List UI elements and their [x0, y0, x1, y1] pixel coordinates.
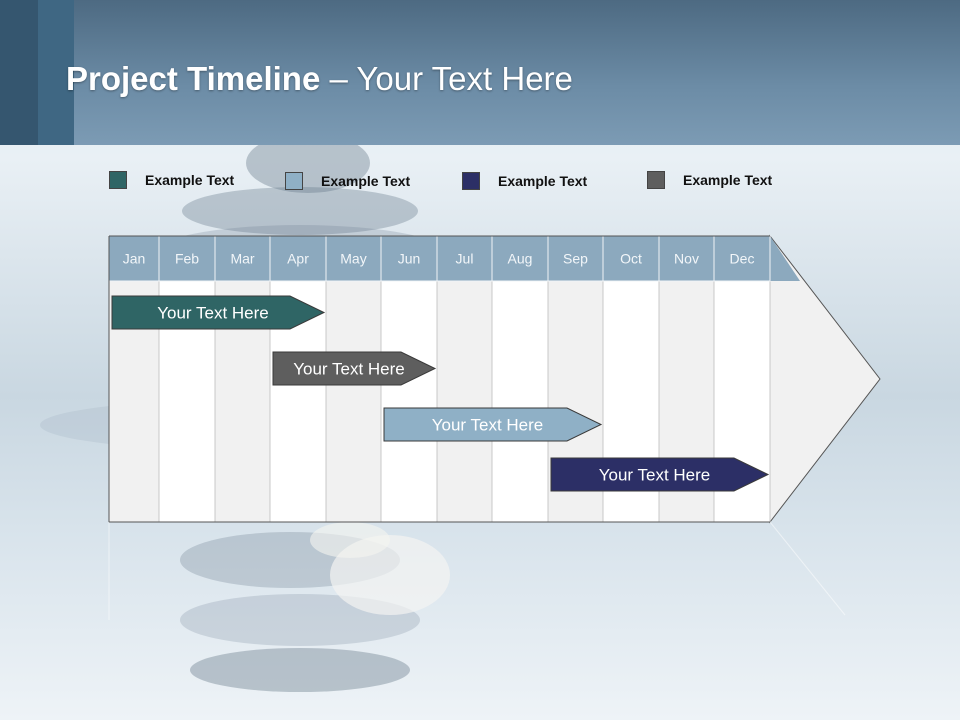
- month-label: Oct: [620, 251, 642, 267]
- legend-label: Example Text: [683, 172, 773, 188]
- title-bar: [0, 0, 960, 145]
- task-label: Your Text Here: [293, 360, 405, 379]
- timeline-arrow-header: [770, 236, 800, 281]
- month-column: [436, 280, 493, 523]
- month-label: Nov: [674, 251, 699, 267]
- task-bar: [111, 295, 326, 330]
- slide-title-rest: – Your Text Here: [320, 60, 573, 97]
- legend-item: Example Text: [285, 172, 410, 190]
- legend-label: Example Text: [321, 173, 411, 189]
- task-bar: [550, 457, 770, 492]
- month-label: Aug: [508, 251, 533, 267]
- month-label: Mar: [230, 251, 254, 267]
- month-label: May: [340, 251, 366, 267]
- slide-title-bold: Project Timeline: [66, 60, 321, 97]
- task-bar: [272, 351, 437, 386]
- slide-title: Project Timeline – Your Text Here: [66, 60, 573, 98]
- task-label: Your Text Here: [599, 466, 711, 485]
- month-label: Dec: [730, 251, 755, 267]
- legend-swatch: [462, 172, 480, 190]
- month-column: [491, 280, 549, 523]
- month-header: [436, 235, 493, 282]
- title-bar-accent: [0, 0, 38, 145]
- month-header: [325, 235, 382, 282]
- legend-item: Example Text: [647, 171, 772, 189]
- month-header: [602, 235, 660, 282]
- month-header: [547, 235, 604, 282]
- reflection-line: [769, 521, 846, 616]
- month-header: [269, 235, 327, 282]
- month-header: [108, 235, 160, 282]
- month-label: Sep: [563, 251, 588, 267]
- month-column: [325, 280, 382, 523]
- legend-item: Example Text: [109, 171, 234, 189]
- title-bar-accent: [38, 0, 74, 145]
- task-label: Your Text Here: [432, 416, 544, 435]
- legend-swatch: [109, 171, 127, 189]
- month-label: Jul: [456, 251, 474, 267]
- legend-swatch: [647, 171, 665, 189]
- task-bar: [383, 407, 603, 442]
- legend-item: Example Text: [462, 172, 587, 190]
- legend-swatch: [285, 172, 303, 190]
- month-header: [380, 235, 438, 282]
- month-column: [380, 280, 438, 523]
- month-label: Jun: [398, 251, 421, 267]
- month-label: Jan: [123, 251, 146, 267]
- month-label: Feb: [175, 251, 199, 267]
- month-label: Apr: [287, 251, 309, 267]
- legend-label: Example Text: [498, 173, 588, 189]
- legend-label: Example Text: [145, 172, 235, 188]
- task-label: Your Text Here: [157, 304, 269, 323]
